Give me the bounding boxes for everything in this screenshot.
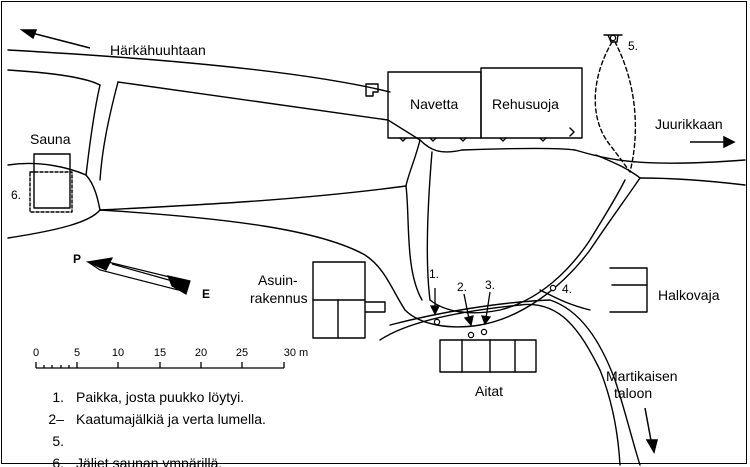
scale-tick-5: 5 [73,347,81,359]
road-sauna-loop [85,174,101,211]
marker-6-label: 6. [11,188,22,202]
road-right-bottom [639,177,746,186]
scale-tick-10: 10 [111,347,125,359]
road-yard-left-inner [405,185,423,301]
label-halkovaja: Halkovaja [658,287,720,303]
label-aitat: Aitat [475,383,504,399]
scale-tick-30: 30 m [283,347,309,359]
label-martikaisen-line1: Martikaisen [606,368,678,384]
navetta-notches [399,127,575,142]
road-sauna-top [7,162,87,176]
small-shed [365,83,379,97]
sauna-building [33,153,71,209]
road-sauna-bottom [7,209,101,239]
marker-2-dot [467,331,475,339]
marker-4-label: 4. [562,282,573,296]
label-sauna: Sauna [30,131,71,147]
road-navetta-right [461,147,576,151]
scale-tick-15: 15 [153,347,167,359]
label-martikaisen-line2: taloon [614,385,653,401]
yard-curve-inner [429,179,626,314]
scale-tick-20: 20 [194,347,208,359]
halkovaja-building [609,267,648,313]
road-top-left-edge [7,69,101,86]
legend-text: Kaatumajälkiä ja verta lumella. [76,411,266,427]
road-right-top [574,149,746,164]
marker-5-label: 5. [628,39,639,53]
label-juurikkaan: Juurikkaan [655,116,723,132]
road-lower-outer [379,303,621,466]
road-lower-inner [389,299,641,466]
road-yard-left-outer [99,209,406,311]
road-left-inner [99,81,119,181]
marker-2-label: 2. [457,280,468,294]
label-asuin-line1: Asuin- [258,272,298,288]
arrow-harkahuuhtaan [27,31,91,49]
scale-tick-0: 0 [32,347,40,359]
label-asuin-line2: rakennus [250,290,308,306]
asuin-porch [364,301,386,313]
legend-item: 6. Jäljet saunan ympärillä. [38,452,266,467]
road-left-outer [85,84,101,176]
legend-num: 1. [52,389,64,405]
legend-item: 2–5. Kaatumajälkiä ja verta lumella. [38,408,266,452]
rehusuoja-building [480,67,583,139]
compass-p: P [73,252,82,266]
legend: 1. Paikka, josta puukko löytyi. 2–5. Kaa… [38,386,266,467]
marker-4-dot [549,284,557,292]
road-navetta-left [419,139,463,153]
scale-bar [35,362,285,369]
legend-num: 6. [52,455,64,467]
road-top-left [7,49,391,93]
marker-3-label: 3. [485,278,496,292]
marker-3-dot [480,328,488,336]
label-navetta: Navetta [410,96,459,112]
marker-1-label: 1. [429,267,440,281]
road-middle-left [426,151,433,301]
compass-arrow [85,257,191,295]
field-boundary [99,81,421,211]
road-right-lower [595,154,641,179]
label-harkahuuhtaan: Härkähuuhtaan [110,42,206,58]
scale-tick-25: 25 [235,347,249,359]
legend-text: Jäljet saunan ympärillä. [76,455,223,467]
marker-5-dot [609,34,617,42]
legend-text: Paikka, josta puukko löytyi. [76,389,245,405]
compass-e: E [202,287,211,301]
sauna-tracks [29,171,73,213]
label-rehusuoja: Rehusuoja [492,96,559,112]
marker-1-dot [433,318,441,326]
aitat-building [439,339,537,373]
legend-num: 2–5. [48,411,64,449]
legend-item: 1. Paikka, josta puukko löytyi. [38,386,266,408]
tracks-to-5 [594,41,637,173]
road-yard-right [539,289,591,311]
